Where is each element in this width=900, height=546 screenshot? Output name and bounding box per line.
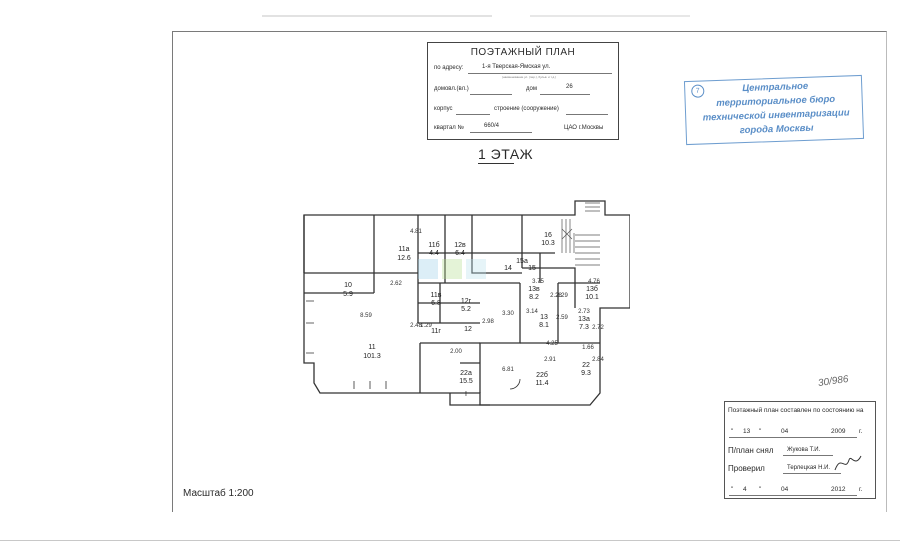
p-label: П/план снял bbox=[728, 446, 774, 455]
room-label: 15 bbox=[528, 265, 536, 272]
room-area: 4.4 bbox=[429, 250, 439, 257]
room-label: 13в bbox=[528, 286, 540, 293]
dimension-label: 4.76 bbox=[588, 279, 600, 285]
room-label: I bbox=[465, 391, 467, 398]
room-area: 8.1 bbox=[539, 322, 549, 329]
room-label: 13б bbox=[586, 285, 598, 293]
address-value: 1-я Тверская-Ямская ул. bbox=[482, 64, 551, 70]
scale-label: Масштаб 1:200 bbox=[183, 488, 254, 499]
room-label: 12 bbox=[464, 326, 472, 333]
kvartal-value: 660/4 bbox=[484, 123, 500, 129]
room-area: 15.5 bbox=[459, 378, 473, 385]
room-area: 6.4 bbox=[455, 250, 465, 257]
dimension-label: 2.29 bbox=[556, 293, 568, 299]
room-label: 22б bbox=[536, 371, 548, 379]
room-area: 8.2 bbox=[529, 294, 539, 301]
room-label: 16 bbox=[544, 232, 552, 239]
room-label: 11б bbox=[428, 241, 439, 249]
room-area: 101.3 bbox=[363, 353, 381, 360]
dimension-label: 2.72 bbox=[592, 325, 604, 331]
room-label: 10 bbox=[344, 282, 352, 289]
info-title: Поэтажный план составлен по состоянию на bbox=[728, 407, 864, 414]
dimension-label: 8.59 bbox=[360, 313, 372, 319]
domovl-label: домовл.(вл.) bbox=[434, 86, 469, 92]
room-area: 7.3 bbox=[579, 324, 589, 331]
dimension-label: 2.73 bbox=[578, 309, 590, 315]
room-label: 11в bbox=[431, 292, 442, 299]
dimension-label: 2.00 bbox=[450, 349, 462, 355]
dimension-label: 4.81 bbox=[410, 229, 422, 235]
date1-year: 2009 bbox=[831, 428, 846, 435]
check-label: Проверил bbox=[728, 464, 765, 473]
room-label: 22 bbox=[582, 362, 590, 369]
kvartal-label: квартал № bbox=[434, 125, 464, 131]
dimension-label: 2.91 bbox=[544, 357, 556, 363]
dom-label: дом bbox=[526, 86, 537, 92]
address-hint: (наименование ул. (пер.), бульв. и т.д.) bbox=[502, 75, 557, 79]
dimension-label: 2.84 bbox=[592, 357, 604, 363]
p-name: Жукова Т.И. bbox=[787, 447, 821, 453]
room-area: 6.8 bbox=[431, 300, 441, 307]
room-label: 15а bbox=[516, 258, 528, 265]
floor-label: 1 ЭТАЖ bbox=[478, 146, 534, 162]
room-area: 9.3 bbox=[581, 370, 591, 377]
dimension-label: 4.25 bbox=[546, 341, 558, 347]
date2-suffix: г. bbox=[859, 486, 863, 493]
room-area: 5.9 bbox=[343, 291, 353, 298]
room-label: 22а bbox=[460, 370, 472, 377]
room-label: 11а bbox=[398, 246, 409, 253]
floor-plan-drawing: 11а 12.6 11б 4.4 12в 6.4 16 10.3 10 5.9 … bbox=[303, 200, 630, 406]
faint-scan-line bbox=[530, 15, 690, 17]
room-label: 13а bbox=[578, 316, 590, 323]
date2-year: 2012 bbox=[831, 486, 846, 493]
address-prefix: по адресу: bbox=[434, 65, 464, 71]
date1-day: 13 bbox=[743, 428, 751, 435]
stroenie-label: строение (сооружение) bbox=[494, 106, 559, 112]
room-area: 11.4 bbox=[535, 380, 548, 387]
date2-day: 4 bbox=[743, 486, 747, 493]
room-label: 11 bbox=[368, 344, 375, 351]
room-area: 12.6 bbox=[397, 255, 411, 262]
date1-suffix: г. bbox=[859, 428, 863, 435]
dimension-label: 3.30 bbox=[502, 311, 514, 317]
info-box: Поэтажный план составлен по состоянию на… bbox=[724, 401, 876, 499]
check-name: Терлецкая Н.И. bbox=[787, 465, 831, 471]
korpus-label: корпус bbox=[434, 106, 453, 112]
dimension-label: 2.59 bbox=[556, 315, 568, 321]
dimension-label: 2.48 bbox=[410, 323, 422, 329]
dimension-label: 3.75 bbox=[532, 279, 544, 285]
page-bottom-edge bbox=[0, 540, 900, 541]
room-area: 10.3 bbox=[541, 240, 555, 247]
dimension-label: 2.98 bbox=[482, 319, 494, 325]
drawing-sheet bbox=[172, 31, 887, 512]
dimension-label: 1.29 bbox=[420, 323, 432, 329]
dimension-label: 6.81 bbox=[502, 367, 514, 373]
faint-scan-line bbox=[262, 15, 492, 17]
bti-stamp: 7 Центральное территориальное бюро техни… bbox=[683, 74, 865, 146]
dom-value: 26 bbox=[566, 84, 573, 90]
room-label: 13 bbox=[540, 314, 548, 321]
room-label: 11г bbox=[431, 328, 441, 335]
dimension-label: 2.62 bbox=[390, 281, 402, 287]
floor-underline bbox=[478, 163, 514, 164]
date2-month: 04 bbox=[781, 486, 789, 493]
title-block: ПОЭТАЖНЫЙ ПЛАН по адресу: 1-я Тверская-Я… bbox=[427, 42, 619, 140]
dimension-label: 2.28 bbox=[550, 293, 562, 299]
signature-icon bbox=[834, 455, 862, 471]
date1-month: 04 bbox=[781, 428, 789, 435]
room-label: 12в bbox=[454, 242, 466, 249]
room-label: 12г bbox=[461, 298, 472, 305]
room-area: 5.2 bbox=[461, 306, 471, 313]
stamp-line: города Москвы bbox=[739, 122, 814, 137]
room-area: 10.1 bbox=[585, 294, 599, 301]
plan-title: ПОЭТАЖНЫЙ ПЛАН bbox=[470, 47, 576, 58]
dimension-label: 1.66 bbox=[582, 345, 594, 351]
district-label: ЦАО г.Москвы bbox=[564, 125, 604, 131]
room-label: 14 bbox=[504, 265, 512, 272]
dimension-label: 3.14 bbox=[526, 309, 538, 315]
